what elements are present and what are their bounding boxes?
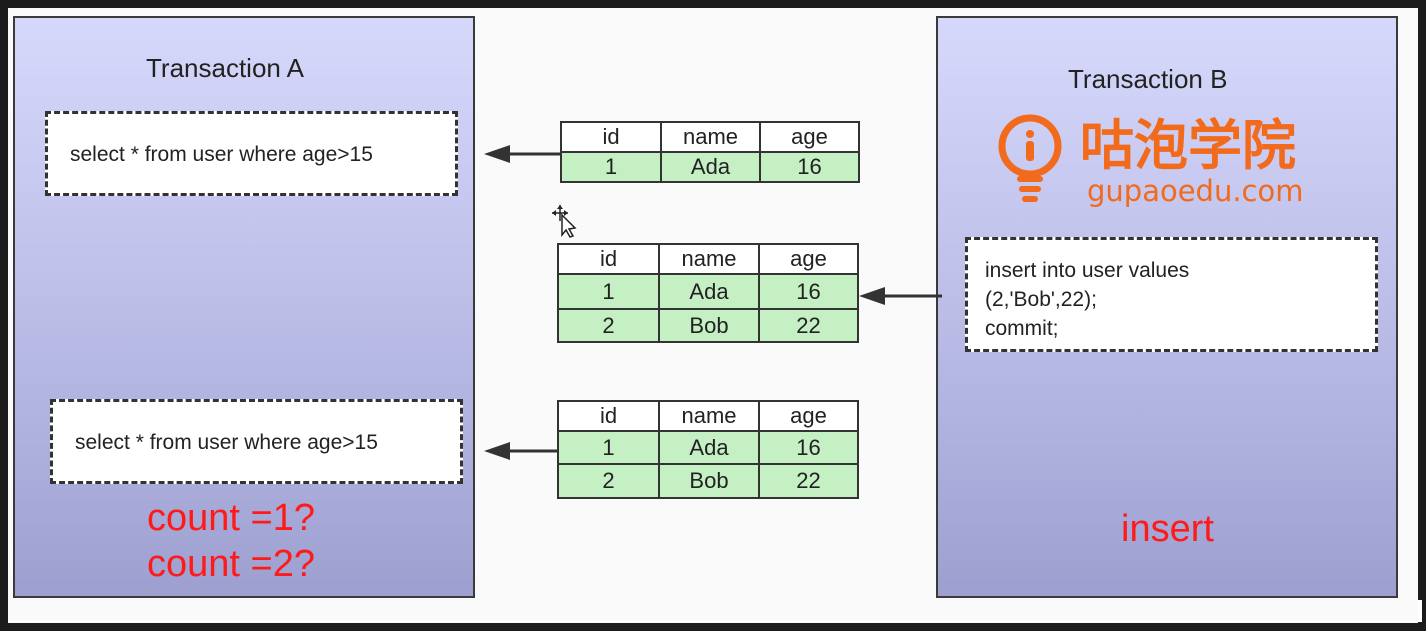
header-cell-id: id <box>560 121 662 153</box>
logo-chinese-text: 咕泡学院 <box>1080 114 1296 177</box>
table-cell: 16 <box>759 151 860 183</box>
header-cell-age: age <box>758 243 859 275</box>
header-cell-name: name <box>658 243 760 275</box>
table-cell: 22 <box>758 463 859 499</box>
table-cell: 2 <box>557 463 660 499</box>
table-cell: Ada <box>660 151 761 183</box>
table-header-row: id name age <box>557 243 859 275</box>
table-cell: Bob <box>658 308 760 343</box>
header-cell-id: id <box>557 400 660 432</box>
table-cell: 16 <box>758 430 859 465</box>
table-cell: Ada <box>658 430 760 465</box>
table-cell: 1 <box>557 273 660 310</box>
table-header-row: id name age <box>557 400 859 432</box>
table-row: 1 Ada 16 <box>557 430 859 465</box>
table-cell: Ada <box>658 273 760 310</box>
table-cell: 2 <box>557 308 660 343</box>
table-row: 1 Ada 16 <box>560 151 860 183</box>
count-question-1: count =1? <box>147 497 315 539</box>
logo-url-text: gupaoedu.com <box>1087 174 1304 208</box>
table-cell: Bob <box>658 463 760 499</box>
result-table-3: id name age 1 Ada 16 2 Bob 22 <box>557 400 859 499</box>
table-cell: 16 <box>758 273 859 310</box>
screen-edge-mark <box>1418 600 1422 622</box>
query-text-1: select * from user where age>15 <box>70 143 373 166</box>
insert-label: insert <box>1121 508 1214 550</box>
header-cell-age: age <box>758 400 859 432</box>
gupao-logo: 咕泡学院 gupaoedu.com <box>995 108 1315 208</box>
count-question-2: count =2? <box>147 543 315 585</box>
table-row: 2 Bob 22 <box>557 308 859 343</box>
table-cell: 1 <box>557 430 660 465</box>
table-row: 2 Bob 22 <box>557 463 859 499</box>
transaction-a-title: Transaction A <box>146 53 305 83</box>
lightbulb-icon: 咕泡学院 gupaoedu.com <box>998 114 1304 208</box>
header-cell-name: name <box>660 121 761 153</box>
header-cell-name: name <box>658 400 760 432</box>
table-row: 1 Ada 16 <box>557 273 859 310</box>
insert-line-2: (2,'Bob',22); <box>985 288 1097 311</box>
query-text-2: select * from user where age>15 <box>75 431 378 454</box>
header-cell-id: id <box>557 243 660 275</box>
insert-line-1: insert into user values <box>985 259 1190 282</box>
query-box-2: select * from user where age>15 <box>50 399 463 484</box>
mouse-cursor-icon <box>552 205 577 238</box>
insert-statement-box: insert into user values (2,'Bob',22); co… <box>965 237 1378 352</box>
result-table-2: id name age 1 Ada 16 2 Bob 22 <box>557 243 859 343</box>
transaction-b-title: Transaction B <box>1068 64 1228 94</box>
table-cell: 22 <box>758 308 859 343</box>
table-header-row: id name age <box>560 121 860 153</box>
table-cell: 1 <box>560 151 662 183</box>
header-cell-age: age <box>759 121 860 153</box>
result-table-1: id name age 1 Ada 16 <box>560 121 860 183</box>
query-box-1: select * from user where age>15 <box>45 111 458 196</box>
insert-line-3: commit; <box>985 317 1059 340</box>
